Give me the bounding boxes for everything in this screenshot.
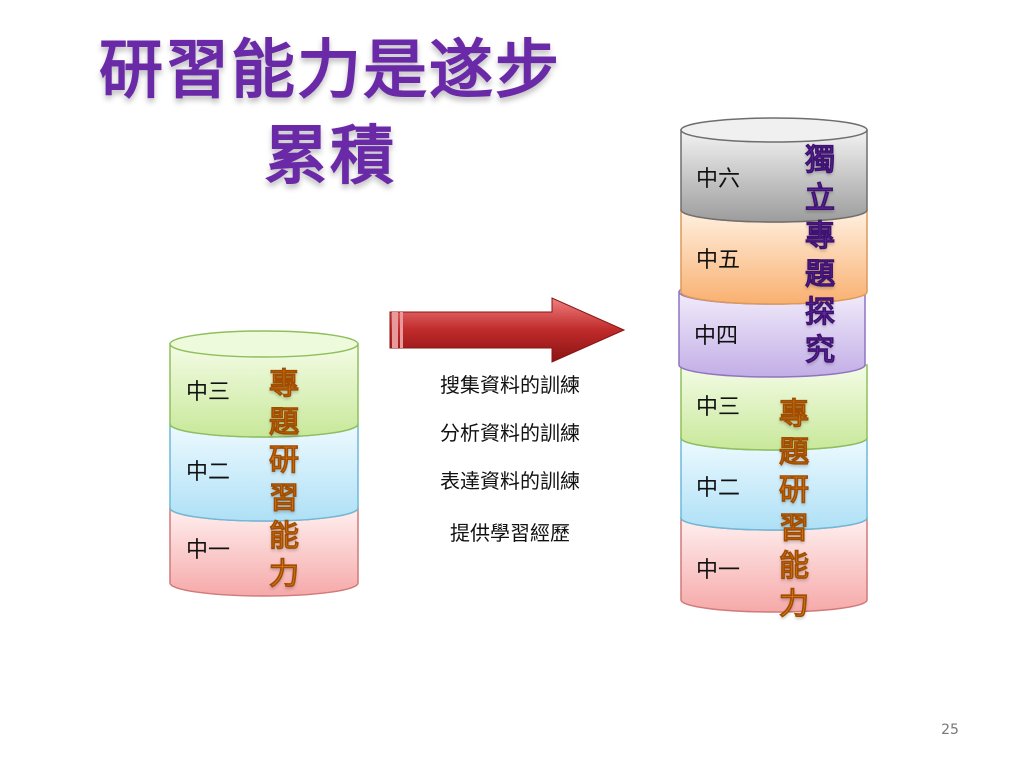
training-item: 提供學習經歷 (450, 521, 570, 545)
training-item: 分析資料的訓練 (440, 421, 580, 445)
right-upper-label-char: 探 (805, 295, 836, 331)
right-segment-zhong3 (680, 364, 868, 451)
right-cylinder-stack: 中六 中五 中四 中三 中二 中一 (678, 117, 868, 613)
progression-arrow (389, 297, 626, 363)
left-level-zhong2: 中二 (186, 460, 230, 485)
right-lower-label-char: 力 (779, 587, 810, 623)
left-label-char: 能 (269, 519, 300, 555)
right-upper-vertical-label: 獨 立 專 題 探 究 (800, 142, 840, 370)
right-upper-label-char: 專 (805, 219, 836, 255)
title-line-2: 累積 (264, 120, 396, 194)
left-level-zhong3: 中三 (186, 380, 230, 405)
title-line-1: 研習能力是遂步 (99, 34, 561, 108)
left-segment-zhong3 (169, 330, 359, 438)
training-item: 表達資料的訓練 (440, 469, 580, 493)
right-lower-vertical-label: 專 題 研 習 能 力 (774, 396, 814, 624)
training-items-list: 搜集資料的訓練 分析資料的訓練 表達資料的訓練 提供學習經歷 (405, 366, 615, 562)
right-level-zhong6: 中六 (696, 167, 740, 192)
right-upper-label-char: 題 (805, 257, 836, 293)
right-lower-label-char: 研 (779, 473, 810, 509)
left-level-zhong1: 中一 (186, 538, 230, 563)
left-label-char: 專 (269, 367, 300, 403)
right-upper-label-char: 究 (805, 333, 836, 369)
right-lower-label-char: 習 (779, 511, 810, 547)
left-label-char: 題 (269, 405, 300, 441)
right-lower-label-char: 題 (779, 435, 810, 471)
right-upper-label-char: 獨 (805, 143, 836, 179)
left-cylinder-stack: 中三 中二 中一 (169, 330, 359, 597)
right-level-zhong4: 中四 (694, 324, 738, 349)
right-level-zhong1: 中一 (696, 558, 740, 583)
right-level-zhong5: 中五 (696, 248, 740, 273)
left-label-char: 習 (269, 481, 300, 517)
right-upper-label-char: 立 (805, 181, 836, 217)
training-item: 搜集資料的訓練 (440, 373, 580, 397)
right-level-zhong3: 中三 (696, 395, 740, 420)
left-label-char: 力 (269, 557, 300, 593)
right-level-zhong2: 中二 (696, 476, 740, 501)
left-vertical-label: 專 題 研 習 能 力 (264, 366, 304, 594)
right-segment-zhong6 (680, 117, 868, 223)
right-lower-label-char: 能 (779, 549, 810, 585)
right-lower-label-char: 專 (779, 397, 810, 433)
slide-title: 研習能力是遂步 累積 (50, 28, 610, 200)
left-label-char: 研 (269, 443, 300, 479)
page-number: 25 (941, 722, 959, 738)
